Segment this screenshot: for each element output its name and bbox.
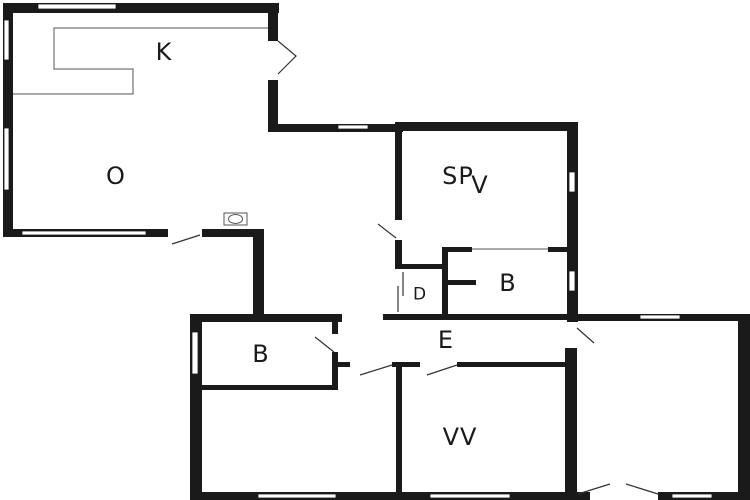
kitchen-counter [13, 27, 268, 95]
wall-e-bottom-stub [338, 362, 350, 367]
stove-icon [223, 212, 248, 226]
room-label-kitchen: K [155, 38, 173, 66]
door-vv [426, 364, 458, 376]
wall-right-k-lower [268, 80, 278, 130]
window-top-k [37, 3, 117, 10]
door-kitchen-exterior [277, 40, 297, 75]
wall-bath-bottom [202, 385, 338, 390]
wall-e-bottom-right [457, 362, 570, 367]
wall-vv-right [565, 348, 577, 500]
wall-left-sp-lower [395, 240, 402, 268]
wall-b-stub [448, 280, 476, 285]
window-bottom-o [21, 230, 147, 236]
wall-corridor-left [253, 229, 264, 319]
wall-bath-right [332, 314, 338, 334]
door-bottom-left [359, 364, 393, 376]
wall-right-k [268, 3, 278, 41]
door-o-bottom [171, 234, 201, 245]
wall-sp-b-top [442, 247, 472, 252]
wall-sp-b-top-right [548, 247, 570, 252]
room-label-hall-e: E [437, 326, 455, 354]
windows [3, 3, 713, 499]
room-label-sp-v: V [471, 171, 489, 199]
window-right-sp [568, 171, 576, 193]
window-bottom-left [257, 493, 337, 499]
door-exterior-b [625, 483, 659, 495]
room-label-bath-right: B [499, 269, 517, 297]
wall-bottom [190, 492, 590, 500]
wall-e-top-mid [383, 314, 573, 320]
room-label-bath-left: B [252, 340, 270, 368]
wall-top-sp [395, 122, 578, 131]
wall-e-bottom-mid [392, 362, 420, 367]
window-top-mid [337, 124, 369, 130]
room-label-vv: VV [442, 423, 478, 451]
stove-burner-icon [228, 214, 243, 224]
window-left-o [3, 127, 10, 191]
wall-vv-left [396, 362, 402, 500]
window-left-bath [191, 331, 199, 375]
wall-bath-right-lower [332, 352, 338, 390]
wall-sp-bottom-d [395, 264, 445, 269]
window-right-b [568, 270, 576, 292]
door-sp [377, 223, 397, 239]
wall-right-sp [567, 122, 578, 322]
window-bottom-vv [429, 493, 511, 499]
room-label-sp: SP [442, 162, 474, 190]
room-label-living: O [106, 162, 126, 190]
door-exterior-a [577, 483, 611, 495]
wall-bottom-o-right [202, 229, 264, 237]
wall-e-top-left [190, 314, 342, 322]
wall-left-ko [3, 3, 13, 235]
door-bath-left [314, 336, 335, 353]
wall-d-b-divider [442, 247, 448, 317]
wall-top-ko [3, 3, 279, 13]
doors [171, 40, 659, 495]
walls [3, 3, 750, 500]
window-left-k [3, 19, 10, 61]
door-right-room [576, 327, 595, 344]
wall-top-mid [268, 124, 403, 132]
wall-left-sp [395, 122, 402, 220]
window-top-right-room [639, 314, 681, 320]
fixtures [13, 27, 548, 250]
window-bottom-right-room [671, 493, 713, 499]
wall-right-room-right [738, 314, 750, 500]
room-label-closet-d: D [412, 284, 428, 305]
